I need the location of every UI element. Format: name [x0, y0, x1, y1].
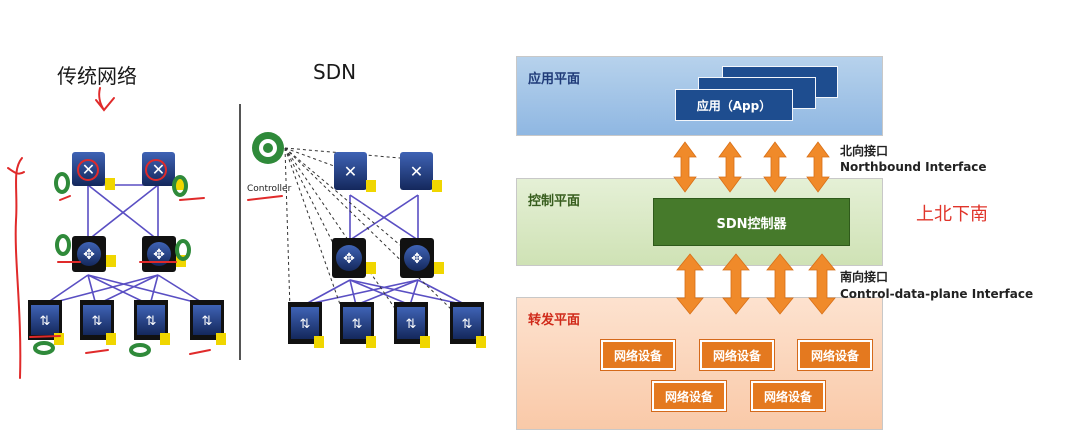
trad-access-switch-4: ⇅ [190, 300, 226, 345]
svg-text:⇅: ⇅ [146, 314, 157, 329]
network-device-3: 网络设备 [798, 340, 872, 370]
sdn-agg-switch-2: ✥ [400, 238, 444, 278]
sdn-links [303, 194, 467, 306]
northbound-label-en: Northbound Interface [840, 160, 987, 174]
red-pen-annotations [7, 87, 283, 379]
svg-text:⇅: ⇅ [92, 314, 103, 329]
svg-text:✕: ✕ [152, 160, 165, 179]
network-device-4: 网络设备 [652, 381, 726, 411]
network-topology-drawing: ✕ ✕ ✥ ✥ ⇅ ⇅ ⇅ ⇅ ✕ ✕ ✥ ✥ ⇅ ⇅ ⇅ ⇅ [7, 87, 486, 379]
sdn-controller-box: SDN控制器 [653, 198, 850, 246]
section-divider [239, 104, 241, 360]
svg-text:⇅: ⇅ [462, 317, 473, 332]
svg-text:✥: ✥ [83, 247, 95, 263]
sdn-access-switch-2: ⇅ [340, 302, 376, 348]
controller-label: Controller [247, 184, 292, 194]
svg-text:⇅: ⇅ [40, 314, 51, 329]
svg-text:⇅: ⇅ [300, 317, 311, 332]
svg-text:✥: ✥ [343, 251, 355, 267]
trad-access-switch-3: ⇅ [134, 300, 170, 345]
svg-text:✕: ✕ [410, 162, 423, 181]
trad-agg-switch-1: ✥ [72, 236, 116, 272]
southbound-label-cn: 南向接口 [840, 270, 889, 284]
sdn-access-switch-1: ⇅ [288, 302, 324, 348]
handwritten-annotation: 上北下南 [916, 204, 988, 225]
network-device-5: 网络设备 [751, 381, 825, 411]
sdn-agg-switch-1: ✥ [332, 238, 376, 278]
control-plane-rings [33, 172, 191, 357]
sdn-controller-icon [252, 132, 284, 164]
trad-core-router-2: ✕ [142, 152, 185, 190]
application-plane-label: 应用平面 [528, 72, 581, 87]
svg-text:✕: ✕ [82, 160, 95, 179]
sdn-access-switch-4: ⇅ [450, 302, 486, 348]
svg-text:✥: ✥ [411, 251, 423, 267]
sdn-title: SDN [313, 60, 357, 84]
svg-text:✥: ✥ [153, 247, 165, 263]
svg-text:⇅: ⇅ [352, 317, 363, 332]
control-plane-label: 控制平面 [528, 194, 581, 209]
svg-text:⇅: ⇅ [406, 317, 417, 332]
forwarding-plane-label: 转发平面 [528, 313, 581, 328]
svg-text:✕: ✕ [344, 162, 357, 181]
trad-access-switch-2: ⇅ [80, 300, 116, 345]
trad-access-switch-1: ⇅ [28, 300, 64, 345]
sdn-core-router-2: ✕ [400, 152, 442, 192]
network-device-1: 网络设备 [601, 340, 675, 370]
southbound-label-en: Control-data-plane Interface [840, 287, 1034, 301]
app-box: 应用（App） [675, 89, 793, 121]
sdn-access-switch-3: ⇅ [394, 302, 430, 348]
network-device-2: 网络设备 [700, 340, 774, 370]
controller-dashed-links [284, 147, 453, 311]
northbound-label-cn: 北向接口 [840, 144, 889, 158]
sdn-core-router-1: ✕ [334, 152, 376, 192]
svg-text:⇅: ⇅ [202, 314, 213, 329]
traditional-network-title: 传统网络 [57, 64, 137, 88]
